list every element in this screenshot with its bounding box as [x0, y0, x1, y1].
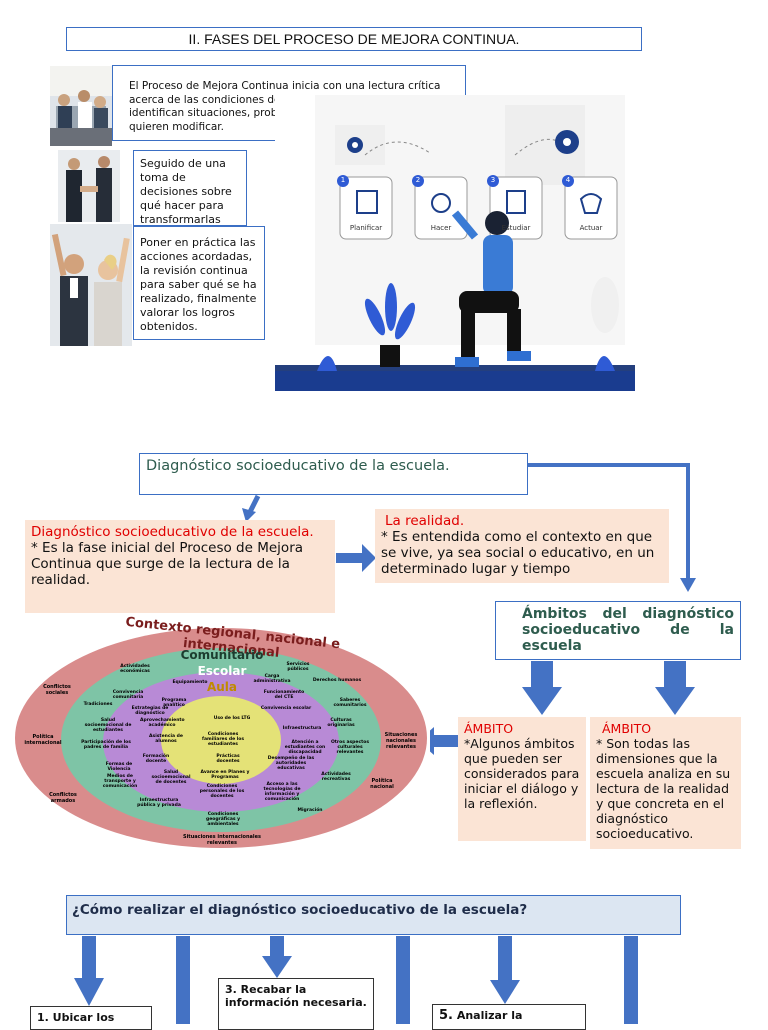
outer-item: Política nacional: [370, 778, 394, 790]
connector-bar: [498, 936, 512, 982]
esc-item: Infraestructura: [282, 726, 322, 731]
outer-item: Conflictos armados: [49, 792, 77, 804]
com-item: Medios de transporte y comunicación: [102, 774, 138, 789]
esc-item: Programa analítico: [161, 698, 187, 708]
realidad-text: * Es entendida como el contexto en que s…: [381, 529, 655, 577]
connector-bar: [82, 936, 96, 980]
diagnostico-definition: Diagnóstico socioeducativo de la escuela…: [25, 520, 335, 613]
meeting-photo: [50, 66, 112, 146]
com-item: Infraestructura pública y privada: [137, 798, 181, 808]
realidad-definition: La realidad. * Es entendida como el cont…: [375, 509, 669, 583]
comunitario-label: Comunitario: [180, 648, 264, 662]
esc-item: Funcionamiento del CTE: [263, 690, 305, 700]
ambito-left-title: ÁMBITO: [464, 721, 514, 736]
com-item: Condiciones geográficas y ambientales: [205, 812, 241, 827]
com-item: Salud socioemocional de estudiantes: [84, 718, 132, 733]
esc-item: Desempeño de las autoridades educativas: [267, 756, 315, 771]
esc-item: Aprovechamiento académico: [140, 718, 185, 728]
com-item: Servicios públicos: [286, 662, 310, 672]
ambito-right: ÁMBITO * Son todas las dimensiones que l…: [590, 717, 741, 849]
step5-text: Analizar la: [456, 1009, 523, 1022]
com-item: Saberes comunitarios: [333, 698, 367, 708]
esc-item: Salud socioemocional de docentes: [151, 770, 191, 785]
cycle-num-1: 1: [340, 176, 346, 184]
ambitos-title: Ámbitos del diagnóstico socioeducativo d…: [522, 606, 734, 654]
esc-item: Formación docente: [142, 754, 170, 764]
diagnostico-definition-text: * Es la fase inicial del Proceso de Mejo…: [31, 540, 304, 588]
cycle-num-4: 4: [565, 176, 571, 184]
aula-item: Uso de los LTG: [213, 716, 251, 721]
esc-item: Convivencia comunitaria: [112, 690, 144, 700]
section2-connectors: [242, 463, 696, 755]
com-item: Tradiciones: [83, 702, 113, 707]
pdca-cycle-illustration: 1 2 3 4 Planificar Hacer Estudiar Actuar: [275, 95, 635, 391]
step3-card: 3. Recabar la información necesaria.: [218, 978, 374, 1030]
esc-item: Atención a estudiantes con discapacidad: [284, 740, 326, 755]
com-item: Derechos humanos: [312, 678, 362, 683]
outer-item: Situaciones internacionales relevantes: [182, 834, 261, 846]
com-item: Actividades económicas: [120, 664, 150, 674]
step5-card: 5. Analizar la: [432, 1004, 586, 1030]
ambito-left-text: *Algunos ámbitos que pueden ser consider…: [464, 736, 580, 811]
esc-item: Condiciones personales de los docentes: [199, 784, 245, 799]
com-item: Migración: [297, 808, 323, 813]
diagnostico-heading-box: Diagnóstico socioeducativo de la escuela…: [139, 453, 528, 495]
cycle-label-hacer: Hacer: [430, 224, 452, 232]
outer-item: Situaciones nacionales relevantes: [384, 732, 418, 750]
esc-item: Acceso a las tecnologías de información …: [263, 782, 301, 802]
cycle-label-actuar: Actuar: [579, 224, 603, 232]
com-item: Participación de los padres de familia: [81, 740, 131, 750]
diagnostico-definition-title: Diagnóstico socioeducativo de la escuela…: [31, 524, 314, 540]
phase2-description: Seguido de una toma de decisiones sobre …: [133, 150, 247, 226]
arrow-step1: [74, 978, 104, 1006]
how-to-heading-box: ¿Cómo realizar el diagnóstico socioeduca…: [66, 895, 681, 935]
esc-item: Asistencia de alumnos: [149, 734, 183, 744]
cycle-num-3: 3: [490, 176, 496, 184]
esc-item: Carga administrativa: [253, 674, 291, 684]
section1-title: II. FASES DEL PROCESO DE MEJORA CONTINUA…: [66, 27, 642, 51]
connector-bar: [624, 936, 638, 1024]
how-to-heading: ¿Cómo realizar el diagnóstico socioeduca…: [72, 902, 528, 918]
arrow-step5: [490, 980, 520, 1004]
outer-item: Conflictos sociales: [43, 684, 71, 696]
com-item: Otros aspectos culturales relevantes: [330, 740, 370, 755]
connector-bar: [270, 936, 284, 958]
com-item: Formas de Violencia: [105, 762, 133, 772]
step5-num: 5.: [439, 1008, 453, 1023]
connector-bar: [396, 936, 410, 1024]
esc-item: Convivencia escolar: [260, 706, 312, 711]
aula-item: Condiciones familiares de los estudiante…: [201, 732, 245, 747]
step3-text: 3. Recabar la información necesaria.: [225, 983, 367, 1009]
ambito-left: ÁMBITO *Algunos ámbitos que pueden ser c…: [458, 717, 586, 841]
phase3-description: Poner en práctica las acciones acordadas…: [133, 226, 265, 340]
celebration-photo: [50, 224, 132, 346]
aula-item: Avance en Planes y Programas: [200, 770, 250, 780]
aula-label: Aula: [206, 680, 238, 694]
escolar-label: Escolar: [197, 664, 247, 678]
connector-bar: [176, 936, 190, 1024]
cycle-label-planificar: Planificar: [349, 224, 383, 232]
cycle-label-estudiar: Estudiar: [501, 224, 531, 232]
ambito-right-text: * Son todas las dimensiones que la escue…: [596, 736, 731, 841]
outer-item: Política internacional: [24, 734, 62, 746]
step1-card: 1. Ubicar los: [30, 1006, 152, 1030]
realidad-title: La realidad.: [385, 513, 465, 529]
esc-item: Estrategias de diagnóstico: [131, 706, 169, 716]
com-item: Actividades recreativas: [321, 772, 351, 782]
ambitos-concentric-diagram: Contexto regional, nacional e internacio…: [12, 615, 430, 850]
esc-item: Equipamiento: [172, 680, 208, 685]
arrow-step3: [262, 956, 292, 978]
diagnostico-heading: Diagnóstico socioeducativo de la escuela…: [146, 458, 450, 474]
step1-text: 1. Ubicar los: [37, 1011, 115, 1024]
cycle-num-2: 2: [415, 176, 421, 184]
aula-item: Prácticas docentes: [216, 754, 240, 764]
ambito-right-title: ÁMBITO: [602, 721, 652, 736]
com-item: Culturas originarias: [327, 718, 355, 728]
ambitos-box: Ámbitos del diagnóstico socioeducativo d…: [495, 601, 741, 660]
handshake-photo: [58, 150, 120, 222]
